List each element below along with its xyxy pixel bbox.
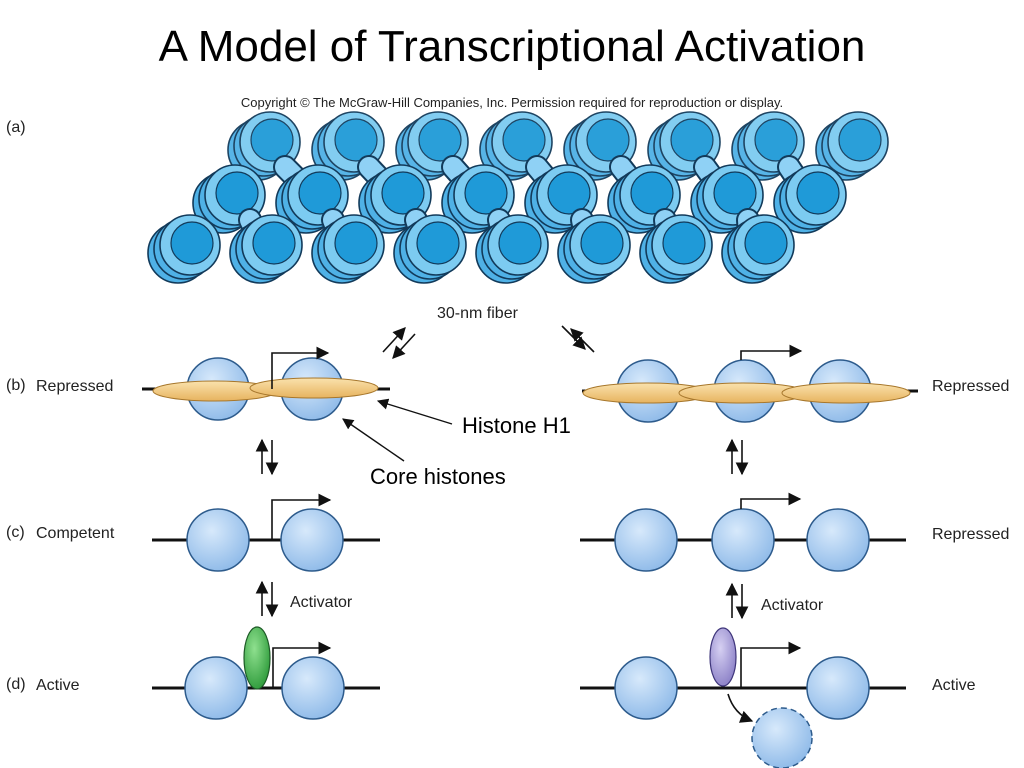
histone-h1: [781, 382, 911, 404]
equilibrium-arrow-c-d-left: [255, 580, 279, 618]
repressed-chromatin-left: [142, 346, 390, 421]
activator-protein: [709, 627, 737, 687]
fiber-nucleosome: [229, 214, 303, 284]
fiber-nucleosome: [311, 214, 385, 284]
callout-histone-h1-label: Histone H1: [462, 413, 571, 438]
fiber-label: 30-nm fiber: [437, 305, 519, 322]
panel-label-d: (d): [6, 676, 26, 693]
nucleosome: [806, 508, 870, 572]
left-state-c: Competent: [36, 525, 115, 542]
transcription-start-arrow: [271, 346, 330, 389]
fiber-nucleosome: [147, 214, 221, 284]
histone-h1: [249, 377, 379, 399]
repressed-chromatin-right: [582, 344, 918, 423]
active-chromatin-right: [580, 627, 906, 768]
transcription-start-arrow: [740, 641, 802, 688]
competent-chromatin-left: [152, 493, 380, 572]
transcription-start-arrow: [740, 492, 802, 509]
nucleosome: [711, 508, 775, 572]
panel-label-b: (b): [6, 377, 26, 394]
active-chromatin-left: [152, 626, 380, 720]
left-state-d: Active: [36, 677, 80, 694]
displaced-nucleosome: [751, 707, 813, 768]
equilibrium-arrow-b-c-left: [255, 438, 279, 476]
fiber-nucleosome: [721, 214, 795, 284]
fiber-nucleosome: [393, 214, 467, 284]
equilibrium-arrow-fiber-left: [382, 327, 416, 359]
transcription-start-arrow: [740, 344, 803, 360]
fiber-nucleosome: [227, 111, 301, 181]
callout-core-histones: Core histones: [342, 418, 506, 489]
transcription-start-arrow: [272, 641, 332, 688]
nucleosome: [184, 656, 248, 720]
equilibrium-arrow-fiber-right: [561, 325, 595, 353]
panel-label-c: (c): [6, 524, 25, 541]
nucleosome-displacement-arrow: [727, 693, 754, 723]
activator-protein: [243, 626, 271, 690]
right-state-d: Active: [932, 677, 976, 694]
transcription-start-arrow: [271, 493, 332, 540]
fiber-nucleosome: [557, 214, 631, 284]
fiber-nucleosome: [639, 214, 713, 284]
panel-label-a: (a): [6, 119, 26, 136]
activator-label-left: Activator: [290, 594, 353, 611]
fiber-nucleosome: [275, 164, 349, 234]
right-state-c: Repressed: [932, 526, 1009, 543]
equilibrium-arrow-c-d-right: [725, 582, 749, 620]
fiber-nucleosome: [395, 111, 469, 181]
callout-histone-h1: Histone H1: [376, 398, 571, 438]
fiber-nucleosome: [690, 164, 764, 234]
nucleosome: [186, 508, 250, 572]
nucleosome: [614, 508, 678, 572]
nucleosome: [806, 656, 870, 720]
copyright-notice: Copyright © The McGraw-Hill Companies, I…: [240, 95, 784, 110]
chromatin-fiber-30nm: [147, 111, 889, 284]
page-title: A Model of Transcriptional Activation: [158, 22, 866, 71]
activator-label-right: Activator: [761, 597, 824, 614]
fiber-nucleosome: [475, 214, 549, 284]
nucleosome: [614, 656, 678, 720]
left-state-b: Repressed: [36, 378, 113, 395]
callout-core-histones-label: Core histones: [370, 464, 506, 489]
repressed-chromatin-right-c: [580, 492, 906, 572]
equilibrium-arrow-b-c-right: [725, 438, 749, 476]
nucleosome: [281, 656, 345, 720]
right-state-b: Repressed: [932, 378, 1009, 395]
fiber-nucleosome: [815, 111, 889, 181]
nucleosome: [280, 508, 344, 572]
fiber-nucleosome: [773, 164, 847, 234]
